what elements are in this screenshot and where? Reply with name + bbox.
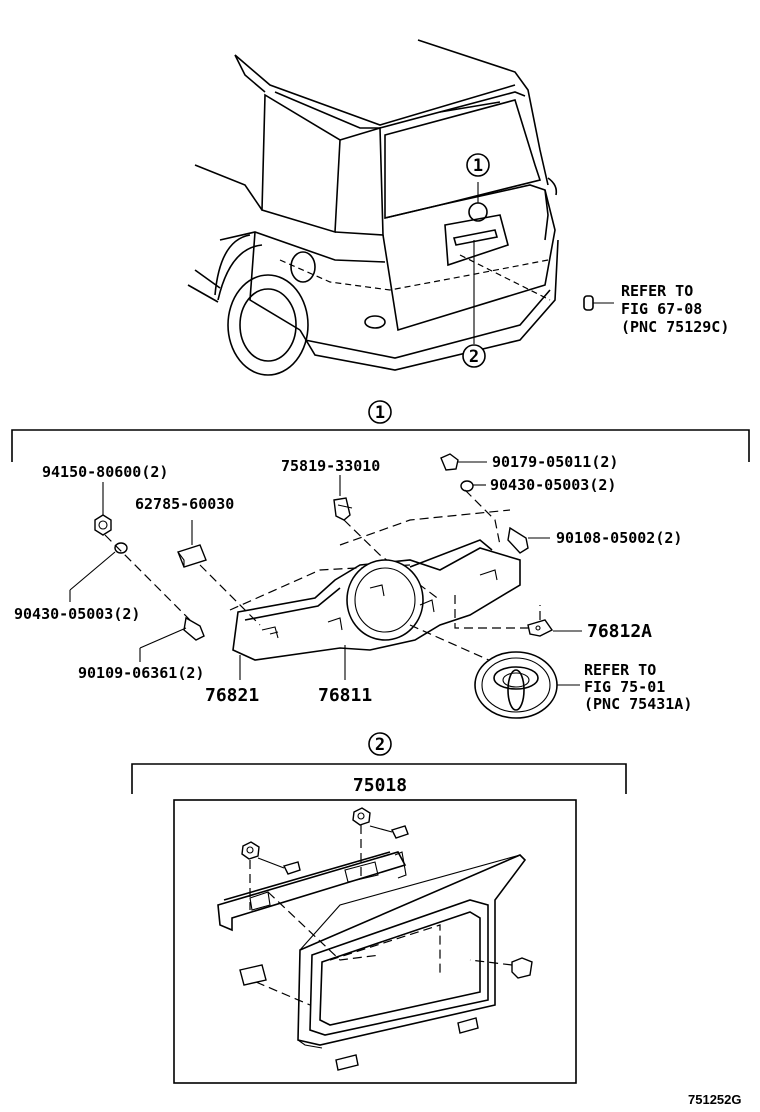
- bolt-90108-icon: [507, 526, 550, 554]
- refer-to-label-1: REFER TO: [621, 282, 693, 300]
- nut-94150-icon: [94, 482, 112, 536]
- callout-1-car: 1: [466, 153, 490, 203]
- svg-text:1: 1: [375, 403, 385, 423]
- part-62785-60030: 62785-60030: [135, 495, 234, 513]
- license-lamp-fasteners: [241, 807, 409, 875]
- nut-90179-icon: [440, 453, 487, 471]
- refer-to-label-2: REFER TO: [584, 661, 656, 679]
- bolt-90109-icon: [139, 616, 205, 662]
- part-90108-05002: 90108-05002(2): [556, 529, 682, 547]
- car-rear-illustration: [187, 39, 614, 376]
- block-62785-icon: [177, 520, 207, 568]
- svg-text:2: 2: [469, 347, 479, 367]
- toyota-emblem-icon: [474, 651, 580, 719]
- svg-text:1: 1: [473, 156, 483, 176]
- clip-76812A-icon: [527, 619, 582, 637]
- refer-to-fig-label-1: FIG 67-08: [621, 300, 702, 318]
- frame-pads: [239, 957, 533, 1071]
- svg-text:2: 2: [375, 735, 385, 755]
- part-76812A: 76812A: [587, 621, 652, 642]
- callout-2-car: 2: [462, 240, 486, 368]
- garnish-76821-icon: [232, 539, 521, 680]
- clip-75819-icon: [333, 475, 353, 521]
- license-plate-frame-icon: [297, 854, 527, 1049]
- assembly-75018: 75018: [353, 775, 407, 796]
- refer-to-pnc-label-1: (PNC 75129C): [621, 318, 729, 336]
- section-1-header: 1: [11, 400, 750, 462]
- section-2-header: 2: [131, 732, 627, 1084]
- washer-90430-left-icon: [69, 542, 128, 602]
- part-75819-33010: 75819-33010: [281, 457, 380, 475]
- part-90109-06361: 90109-06361(2): [78, 664, 204, 682]
- lamp-housing-76811-icon: [344, 559, 435, 680]
- part-94150-80600: 94150-80600(2): [42, 463, 168, 481]
- refer-to-pnc-label-2: (PNC 75431A): [584, 695, 692, 713]
- part-90430-05003-right: 90430-05003(2): [490, 476, 616, 494]
- washer-90430-right-icon: [460, 480, 486, 492]
- part-76821: 76821: [205, 685, 259, 706]
- license-lamp-bracket-icon: [217, 851, 407, 932]
- refer-to-fig-label-2: FIG 75-01: [584, 678, 665, 696]
- part-90430-05003-left: 90430-05003(2): [14, 605, 140, 623]
- part-90179-05011: 90179-05011(2): [492, 453, 618, 471]
- part-76811: 76811: [318, 685, 372, 706]
- figure-code: 751252G: [688, 1092, 742, 1107]
